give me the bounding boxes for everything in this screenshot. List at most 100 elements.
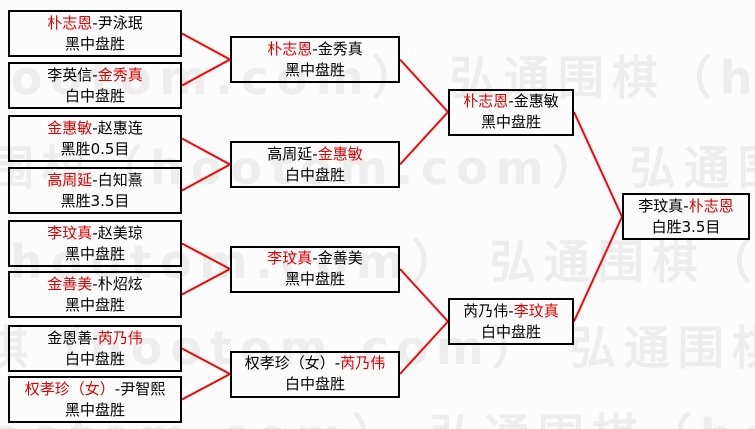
- match-result: 黑中盘胜: [284, 270, 345, 288]
- match-result: 白中盘胜: [284, 165, 345, 184]
- player2-name: 芮乃伟: [97, 328, 143, 347]
- player1-name: 朴志恩: [267, 39, 313, 58]
- versus-dash: -: [312, 249, 318, 267]
- connector-line: [181, 163, 231, 192]
- player2-name: 金秀真: [317, 39, 363, 58]
- match-players: 高周延-白知熹: [47, 170, 142, 191]
- connector-line: [573, 216, 623, 322]
- match-players: 李玟真-朴志恩: [638, 196, 733, 217]
- match-players: 金惠敏-赵惠连: [47, 118, 142, 139]
- player1-name: 李玟真: [47, 223, 93, 242]
- match-box-round1-4: 高周延-白知熹黑胜3.5目: [8, 167, 182, 214]
- versus-dash: -: [312, 39, 318, 58]
- match-players: 芮乃伟-李玟真: [463, 301, 558, 322]
- match-box-round1-2: 李英信-金秀真白中盘胜: [8, 62, 182, 109]
- match-box-quarterfinals-4: 权孝珍（女）-芮乃伟白中盘胜: [230, 350, 400, 398]
- player1-name: 李玟真: [638, 196, 684, 215]
- match-result: 白中盘胜: [64, 349, 125, 368]
- player1-name: 朴志恩: [47, 13, 93, 32]
- connector-line: [181, 268, 231, 296]
- match-result: 黑中盘胜: [284, 60, 345, 79]
- match-players: 金善美-朴炤炫: [47, 274, 142, 295]
- versus-dash: -: [312, 144, 318, 163]
- player1-name: 芮乃伟: [463, 301, 509, 320]
- match-box-round1-7: 金恩善-芮乃伟白中盘胜: [8, 325, 182, 372]
- match-players: 权孝珍（女）-尹智熙: [25, 379, 165, 400]
- connector-line: [573, 111, 623, 218]
- player2-name: 金惠敏: [317, 144, 363, 163]
- player2-name: 尹智熙: [120, 379, 166, 398]
- player1-name: 高周延: [267, 144, 313, 163]
- connector-line: [181, 32, 231, 61]
- match-players: 朴志恩-尹泳珉: [47, 13, 142, 34]
- player1-name: 高周延: [47, 170, 93, 189]
- player2-name: 尹泳珉: [97, 13, 143, 32]
- player2-name: 金善美: [317, 249, 363, 267]
- match-result: 黑胜3.5目: [60, 191, 130, 210]
- versus-dash: -: [508, 92, 514, 110]
- versus-dash: -: [114, 379, 121, 398]
- player1-name: 金惠敏: [47, 118, 93, 137]
- versus-dash: -: [508, 301, 514, 320]
- player2-name: 金秀真: [97, 65, 143, 84]
- match-result: 黑中盘胜: [64, 400, 125, 419]
- match-players: 李英信-金秀真: [47, 65, 142, 86]
- player1-name: 权孝珍（女）: [24, 379, 115, 398]
- player1-name: 李英信: [47, 65, 93, 84]
- connector-line: [181, 373, 231, 401]
- match-players: 朴志恩-金秀真: [267, 39, 362, 60]
- match-result: 白中盘胜: [480, 322, 541, 341]
- match-box-quarterfinals-2: 高周延-金惠敏白中盘胜: [230, 141, 400, 188]
- match-players: 高周延-金惠敏: [267, 144, 362, 165]
- match-result: 黑中盘胜: [480, 113, 541, 131]
- match-players: 李玟真-金善美: [267, 248, 362, 269]
- versus-dash: -: [334, 354, 341, 372]
- match-players: 权孝珍（女）-芮乃伟: [245, 353, 385, 374]
- connector-line: [399, 111, 449, 166]
- player2-name: 金惠敏: [513, 92, 559, 110]
- player1-name: 朴志恩: [463, 92, 509, 110]
- match-box-final-1: 李玟真-朴志恩白胜3.5目: [622, 193, 750, 241]
- match-result: 黑中盘胜: [64, 295, 125, 314]
- player2-name: 李玟真: [513, 301, 559, 320]
- match-box-round1-8: 权孝珍（女）-尹智熙黑中盘胜: [8, 376, 182, 423]
- connector-line: [181, 347, 231, 375]
- match-box-semifinals-1: 朴志恩-金惠敏黑中盘胜: [448, 88, 574, 136]
- match-box-quarterfinals-3: 李玟真-金善美黑中盘胜: [230, 245, 400, 293]
- connector-line: [181, 242, 231, 270]
- versus-dash: -: [92, 274, 98, 293]
- versus-dash: -: [92, 170, 98, 189]
- match-box-round1-5: 李玟真-赵美琼黑中盘胜: [8, 220, 182, 267]
- connector-line: [181, 137, 231, 166]
- player1-name: 金善美: [47, 274, 93, 293]
- match-box-round1-3: 金惠敏-赵惠连黑胜0.5目: [8, 115, 182, 162]
- match-box-quarterfinals-1: 朴志恩-金秀真黑中盘胜: [230, 36, 400, 83]
- versus-dash: -: [683, 196, 689, 215]
- player1-name: 李玟真: [267, 249, 313, 267]
- match-players: 金恩善-芮乃伟: [47, 328, 142, 349]
- match-result: 白中盘胜: [284, 375, 345, 393]
- match-box-round1-1: 朴志恩-尹泳珉黑中盘胜: [8, 10, 182, 57]
- player1-name: 权孝珍（女）: [244, 354, 335, 372]
- connector-line: [399, 58, 449, 113]
- player2-name: 朴炤炫: [97, 274, 143, 293]
- player2-name: 赵美琼: [97, 223, 143, 242]
- match-players: 李玟真-赵美琼: [47, 223, 142, 244]
- connector-line: [399, 268, 449, 323]
- match-result: 黑中盘胜: [64, 244, 125, 263]
- match-result: 白中盘胜: [64, 86, 125, 105]
- match-result: 黑胜0.5目: [60, 139, 130, 158]
- match-players: 朴志恩-金惠敏: [463, 91, 558, 112]
- player2-name: 芮乃伟: [340, 354, 386, 372]
- player1-name: 金恩善: [47, 328, 93, 347]
- connector-line: [399, 320, 449, 375]
- versus-dash: -: [92, 13, 98, 32]
- versus-dash: -: [92, 118, 98, 137]
- match-box-round1-6: 金善美-朴炤炫黑中盘胜: [8, 271, 182, 318]
- versus-dash: -: [92, 65, 98, 84]
- match-result: 黑中盘胜: [64, 34, 125, 53]
- versus-dash: -: [92, 328, 98, 347]
- match-result: 白胜3.5目: [651, 217, 721, 236]
